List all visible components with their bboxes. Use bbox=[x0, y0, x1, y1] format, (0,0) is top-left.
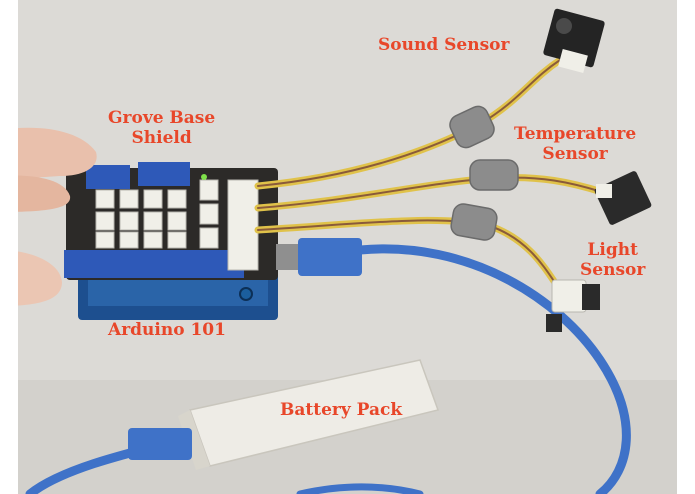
ferrite-beads bbox=[449, 105, 519, 241]
light-sensor-label: Light Sensor bbox=[580, 240, 645, 280]
usb-cable-bottom bbox=[296, 483, 424, 494]
sound-sensor-label-text: Sound Sensor bbox=[378, 35, 510, 55]
temperature-sensor-module bbox=[594, 171, 652, 225]
usb-plug bbox=[276, 238, 362, 276]
grove-base-shield-label-line1: Grove Base bbox=[108, 108, 216, 128]
temperature-sensor-label-line2: Sensor bbox=[542, 144, 608, 164]
temperature-sensor-label: Temperature Sensor bbox=[514, 124, 636, 164]
grove-base-shield-label: Grove Base Shield bbox=[108, 108, 215, 148]
light-sensor-module bbox=[546, 279, 600, 332]
temperature-sensor-label-line1: Temperature bbox=[514, 124, 637, 144]
grove-base-shield-label-line2: Shield bbox=[131, 128, 192, 148]
battery-pack-label: Battery Pack bbox=[280, 400, 402, 420]
left-frame-border bbox=[0, 0, 18, 494]
light-sensor-label-line2: Sensor bbox=[580, 260, 646, 280]
light-sensor-label-line1: Light bbox=[587, 240, 638, 260]
battery-pack-label-text: Battery Pack bbox=[280, 400, 403, 420]
usb-cable bbox=[355, 244, 631, 494]
right-frame-border bbox=[677, 0, 695, 494]
grove-base-shield bbox=[64, 162, 278, 280]
battery-pack bbox=[128, 359, 439, 470]
arduino-101-label-text: Arduino 101 bbox=[108, 320, 226, 340]
sound-sensor-module bbox=[543, 8, 605, 74]
arduino-101-label: Arduino 101 bbox=[108, 320, 226, 340]
sound-sensor-label: Sound Sensor bbox=[378, 35, 509, 55]
